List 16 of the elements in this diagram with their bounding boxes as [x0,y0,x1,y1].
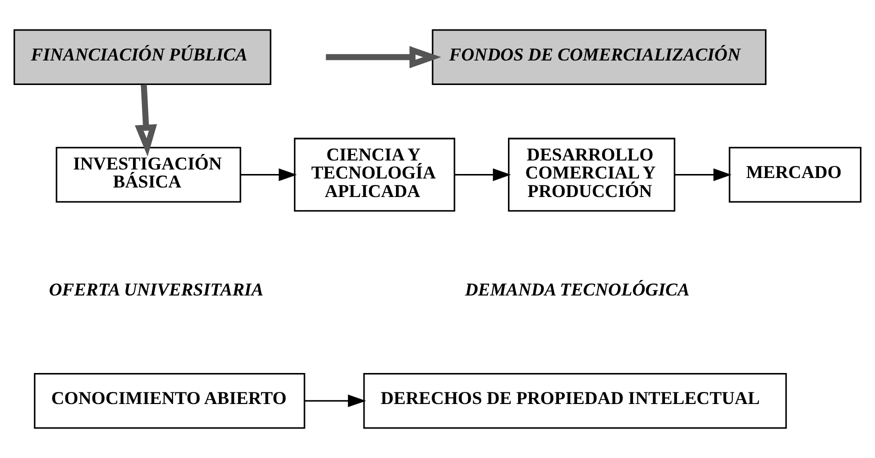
node-box: CIENCIA Y TECNOLOGÍA APLICADA [294,138,456,212]
node-box: INVESTIGACIÓN BÁSICA [56,146,242,203]
node-box: DERECHOS DE PROPIEDAD INTELECTUAL [363,372,787,429]
node-box: MERCADO [728,146,862,203]
node-box: DESARROLLO COMERCIAL Y PRODUCCIÓN [508,138,676,212]
arrow [134,84,158,156]
label: OFERTA UNIVERSITARIA [48,279,264,300]
arrow [240,168,297,182]
node-box: FINANCIACIÓN PÚBLICA [14,29,272,86]
arrow [304,394,366,408]
arrow [674,168,732,182]
node-box: FONDOS DE COMERCIALIZACIÓN [432,29,766,86]
arrow [454,168,511,182]
label: DEMANDA TECNOLÓGICA [465,279,690,300]
node-box: CONOCIMIENTO ABIERTO [34,372,306,429]
arrow [326,46,442,68]
